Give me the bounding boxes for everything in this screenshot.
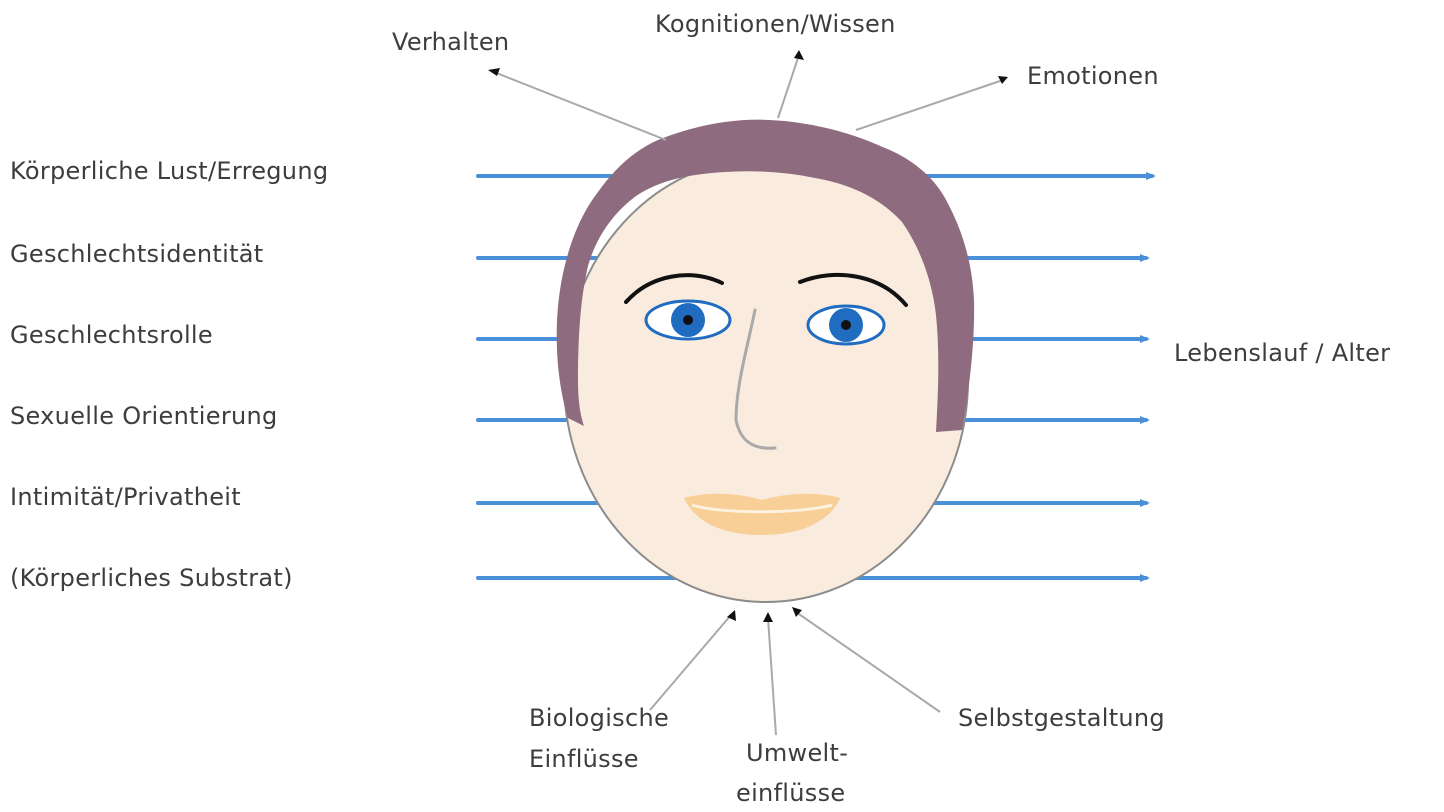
arrowhead-intimitaet	[1140, 499, 1150, 507]
dimension-label-substrat: (Körperliches Substrat)	[10, 563, 293, 593]
tip-verhalten	[488, 68, 500, 76]
pointer-biologisch	[650, 615, 731, 710]
right-pupil	[841, 320, 851, 330]
influence-label-biologisch-line2: Einflüsse	[529, 744, 639, 774]
top-pointer-tips	[488, 50, 1008, 84]
aspect-label-kognitionen: Kognitionen/Wissen	[655, 9, 896, 39]
arrowhead-identitaet	[1140, 254, 1150, 262]
pointer-selbst	[796, 612, 940, 712]
bottom-pointer-tips	[727, 607, 802, 622]
dimension-label-lust: Körperliche Lust/Erregung	[10, 156, 328, 186]
dimension-label-rolle: Geschlechtsrolle	[10, 320, 213, 350]
arrowhead-orientierung	[1140, 416, 1150, 424]
aspect-label-emotionen: Emotionen	[1027, 61, 1159, 91]
pointer-kognitionen	[778, 55, 799, 118]
aspect-label-verhalten: Verhalten	[392, 27, 509, 57]
bottom-pointers	[650, 612, 940, 735]
arrowhead-lust	[1146, 172, 1156, 180]
influence-label-umwelt-line1: Umwelt-	[746, 738, 848, 768]
influence-label-umwelt-line2: einflüsse	[736, 778, 845, 808]
arrowhead-substrat	[1140, 574, 1150, 582]
timeline-label: Lebenslauf / Alter	[1174, 338, 1390, 368]
pointer-verhalten	[494, 72, 666, 140]
tip-umwelt	[763, 612, 773, 622]
pointer-emotionen	[856, 80, 1003, 130]
dimension-label-intimitaet: Intimität/Privatheit	[10, 482, 241, 512]
influence-label-selbst: Selbstgestaltung	[958, 703, 1165, 733]
influence-label-biologisch-line1: Biologische	[529, 703, 669, 733]
dimension-arrowheads	[1140, 172, 1156, 582]
tip-emotionen	[998, 76, 1008, 84]
tip-kognitionen	[794, 50, 804, 60]
face	[557, 120, 974, 602]
arrowhead-rolle	[1140, 335, 1150, 343]
dimension-label-orientierung: Sexuelle Orientierung	[10, 401, 278, 431]
left-pupil	[683, 315, 693, 325]
dimension-label-identitaet: Geschlechtsidentität	[10, 239, 264, 269]
pointer-umwelt	[768, 618, 776, 735]
